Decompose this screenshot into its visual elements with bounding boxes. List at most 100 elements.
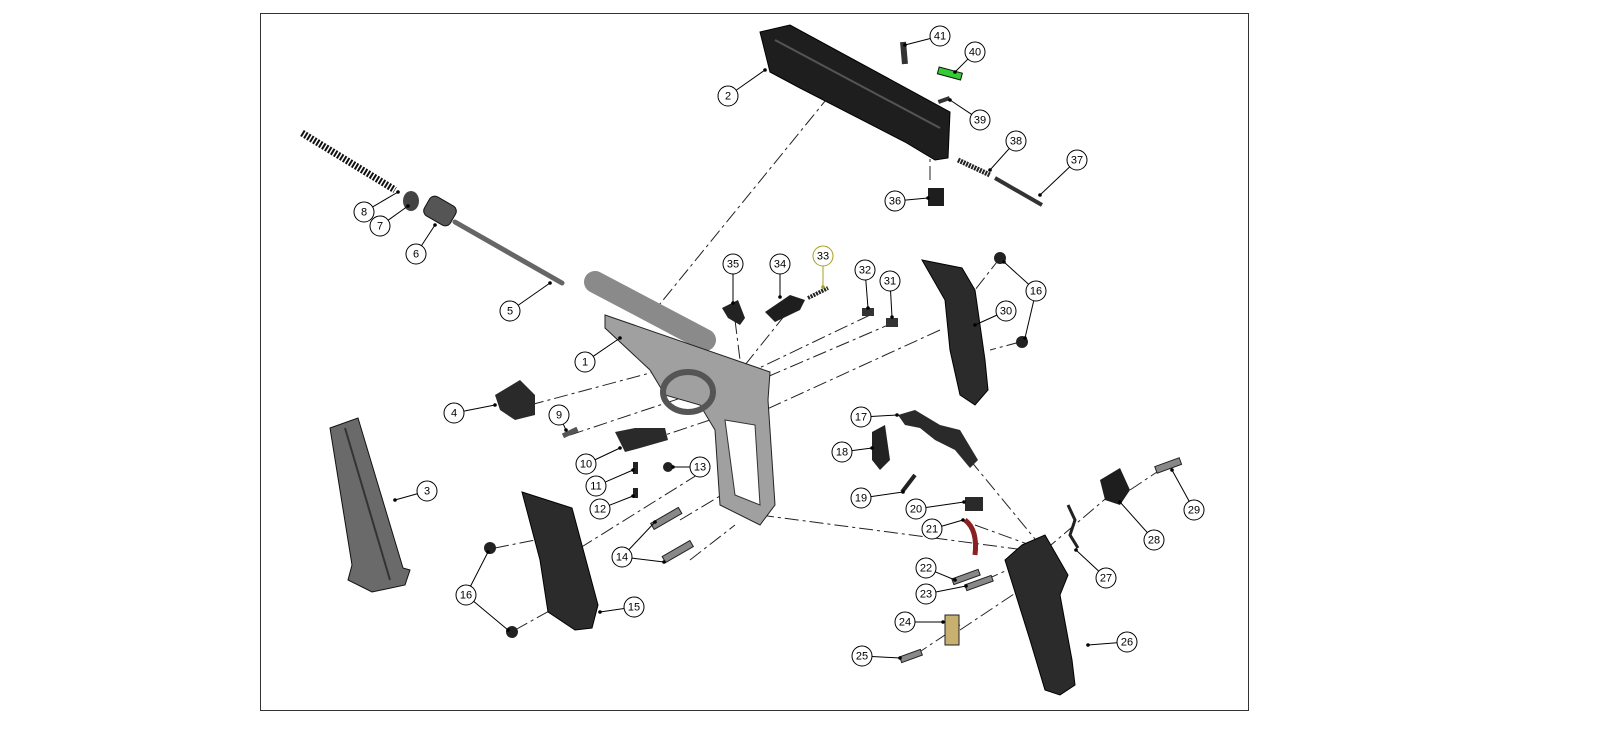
callout-balloon <box>369 215 391 237</box>
leader-arrowhead <box>1118 500 1122 504</box>
leader-arrowhead <box>618 446 622 450</box>
trigger-bar-17 <box>898 410 978 468</box>
magazine-edge <box>344 427 391 581</box>
leader-line <box>609 495 634 506</box>
callout-number: 36 <box>889 196 901 208</box>
barrel <box>584 271 716 351</box>
callout-balloon <box>905 498 927 520</box>
callout-11: 11 <box>585 468 635 497</box>
callout-balloon <box>969 109 991 131</box>
callout-balloon <box>443 402 465 424</box>
leader-arrowhead <box>1086 643 1090 647</box>
spring-21 <box>963 518 978 556</box>
leader-line <box>1024 300 1035 339</box>
leader-line <box>1119 501 1148 533</box>
callout-number: 15 <box>628 602 640 614</box>
callout-balloon <box>1143 529 1165 551</box>
hammer-spring-27 <box>1066 504 1080 549</box>
leader-line <box>904 38 931 46</box>
leader-arrowhead <box>973 323 977 327</box>
rod-37 <box>994 176 1043 207</box>
callout-number: 21 <box>926 524 938 536</box>
leader-arrowhead <box>406 204 410 208</box>
ejector-34 <box>765 295 805 322</box>
leader-line <box>949 99 972 115</box>
leader-arrowhead <box>903 43 907 47</box>
grip-screw-16b <box>506 626 518 638</box>
part-24 <box>944 614 960 646</box>
magazine-3 <box>329 417 411 593</box>
leader-arrowhead <box>1038 193 1042 197</box>
callout-balloon <box>929 25 951 47</box>
leader-arrowhead <box>941 620 945 624</box>
callout-number: 1 <box>582 357 588 369</box>
callout-balloon <box>964 41 986 63</box>
callout-balloon <box>499 300 521 322</box>
leader-line <box>421 224 436 246</box>
callout-21: 21 <box>921 518 965 540</box>
callout-16: 16 <box>1002 260 1047 340</box>
safety-35 <box>722 300 745 325</box>
leader-line <box>870 414 898 417</box>
hammer-28 <box>1100 468 1130 505</box>
callout-balloon <box>717 85 739 107</box>
callout-balloon <box>548 404 570 426</box>
grip-screw-16a <box>484 542 496 554</box>
grip-15 <box>521 491 599 631</box>
callout-1: 1 <box>574 336 622 373</box>
leader-line <box>604 469 634 483</box>
callout-number: 6 <box>413 249 419 261</box>
callout-number: 3 <box>424 486 430 498</box>
callout-balloon <box>1183 499 1205 521</box>
callout-number: 39 <box>974 115 986 127</box>
callout-balloon <box>884 190 906 212</box>
callout-37: 37 <box>1038 149 1088 197</box>
callout-19: 19 <box>850 487 905 509</box>
leader-arrowhead <box>763 68 767 72</box>
callout-balloon <box>722 253 744 275</box>
screw-32 <box>862 308 874 316</box>
callout-balloon <box>915 583 937 605</box>
callout-balloon <box>1095 567 1117 589</box>
callout-28: 28 <box>1118 500 1165 551</box>
callout-39: 39 <box>948 98 991 131</box>
leader-arrowhead <box>1023 336 1027 340</box>
callout-balloon <box>921 518 943 540</box>
callout-9: 9 <box>548 404 570 432</box>
callout-number: 14 <box>616 552 628 564</box>
grip-frame-opening <box>724 419 761 506</box>
callout-number: 10 <box>580 459 592 471</box>
callout-number: 28 <box>1148 535 1160 547</box>
callout-number: 18 <box>836 447 848 459</box>
callout-balloon <box>1005 130 1027 152</box>
leader-line <box>1075 549 1100 572</box>
pin-29 <box>1154 457 1183 474</box>
callout-number: 31 <box>884 276 896 288</box>
callout-35: 35 <box>722 253 744 305</box>
leader-arrowhead <box>890 315 894 319</box>
callout-number: 26 <box>1121 637 1133 649</box>
leader-line <box>925 501 965 509</box>
leader-arrowhead <box>506 628 510 632</box>
leader-arrowhead <box>548 281 552 285</box>
callout-31: 31 <box>879 270 901 319</box>
leader-arrowhead <box>1074 548 1078 552</box>
spring-19 <box>900 473 917 494</box>
leader-line <box>935 585 967 593</box>
leader-line <box>599 607 625 613</box>
callout-16: 16 <box>455 550 510 632</box>
callout-number: 7 <box>377 221 383 233</box>
callout-number: 40 <box>969 47 981 59</box>
leader-arrowhead <box>962 500 966 504</box>
callout-8: 8 <box>353 190 400 223</box>
leader-line <box>1003 261 1029 285</box>
leader-arrowhead <box>901 490 905 494</box>
screw-13 <box>663 462 673 472</box>
callout-balloon <box>574 351 596 373</box>
leader-line <box>1171 469 1190 502</box>
callout-13: 13 <box>671 456 711 478</box>
callout-balloon <box>995 300 1017 322</box>
leader-arrowhead <box>961 518 965 522</box>
leader-line <box>631 557 665 563</box>
callout-number: 29 <box>1188 505 1200 517</box>
